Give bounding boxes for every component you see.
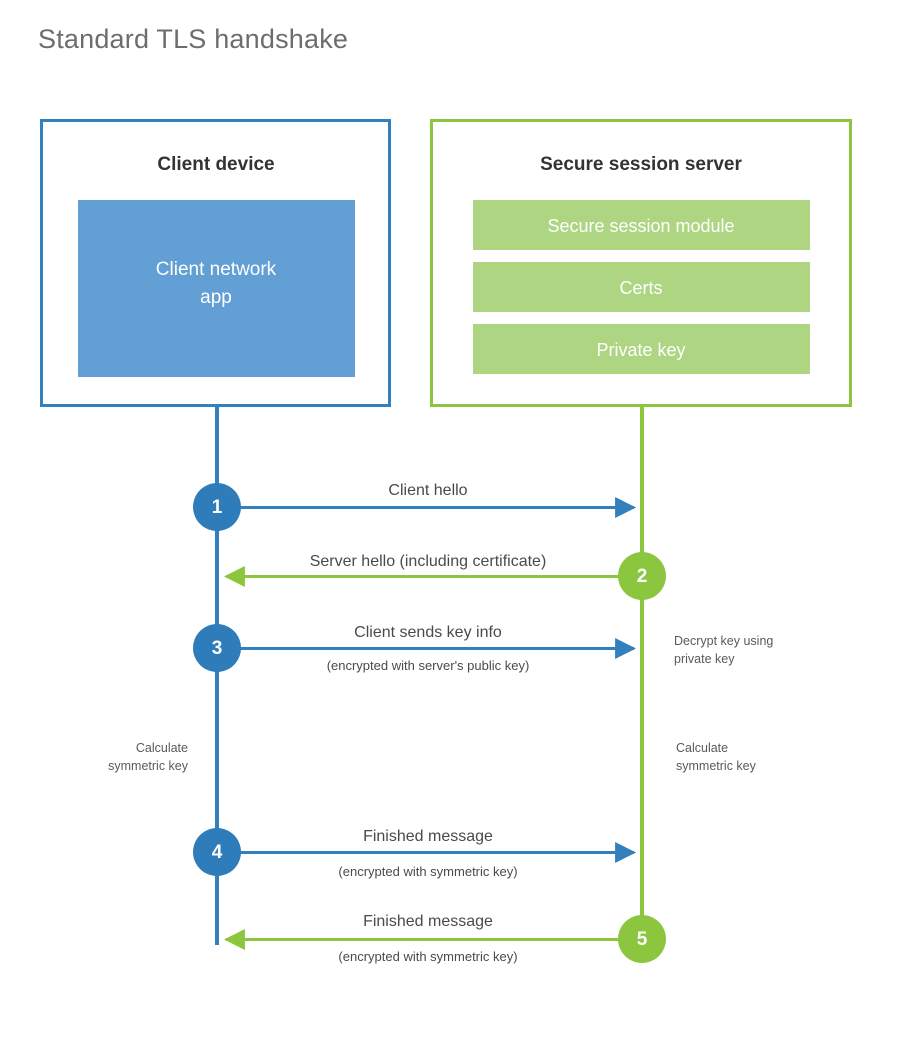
message-5-sublabel: (encrypted with symmetric key) bbox=[338, 949, 517, 964]
annotation-server-decrypt-line1: Decrypt key using bbox=[674, 634, 773, 648]
server-item-secure-session-module-label: Secure session module bbox=[547, 216, 734, 236]
message-2-server-hello: Server hello (including certificate) 2 bbox=[223, 552, 666, 600]
step-marker-4-circle bbox=[193, 828, 241, 876]
server-item-private-key-label: Private key bbox=[596, 340, 685, 360]
server-box-title: Secure session server bbox=[540, 154, 742, 175]
message-5-finished-server: Finished message (encrypted with symmetr… bbox=[223, 913, 666, 964]
secure-session-server-box: Secure session server Secure session mod… bbox=[430, 119, 852, 407]
server-item-private-key-block bbox=[473, 324, 810, 374]
message-4-sublabel: (encrypted with symmetric key) bbox=[338, 864, 517, 879]
client-network-app-label-line2: app bbox=[200, 287, 232, 308]
annotation-client-calc-line2: symmetric key bbox=[108, 759, 189, 773]
server-item-certs-block bbox=[473, 262, 810, 312]
step-marker-1-circle bbox=[193, 483, 241, 531]
message-1-label: Client hello bbox=[388, 482, 467, 499]
annotation-server-decrypt-line2: private key bbox=[674, 652, 735, 666]
annotation-server-calc-line2: symmetric key bbox=[676, 759, 757, 773]
server-item-certs-label: Certs bbox=[619, 278, 662, 298]
message-4-label: Finished message bbox=[363, 828, 493, 845]
step-marker-5-number: 5 bbox=[637, 929, 648, 950]
client-device-box: Client device Client network app bbox=[40, 119, 391, 407]
message-1-client-hello: Client hello 1 bbox=[193, 482, 637, 531]
server-item-secure-session-module-block bbox=[473, 200, 810, 250]
annotation-server-calc-line1: Calculate bbox=[676, 741, 728, 755]
step-marker-1-number: 1 bbox=[212, 497, 223, 518]
annotation-server-calculate-symmetric-key: Calculate symmetric key bbox=[676, 741, 757, 773]
message-3-sublabel: (encrypted with server's public key) bbox=[327, 658, 530, 673]
step-marker-2-number: 2 bbox=[637, 566, 648, 587]
message-2-label: Server hello (including certificate) bbox=[310, 553, 547, 570]
message-3-label: Client sends key info bbox=[354, 624, 502, 641]
message-5-label: Finished message bbox=[363, 913, 493, 930]
step-marker-3-circle bbox=[193, 624, 241, 672]
annotation-server-decrypt: Decrypt key using private key bbox=[674, 634, 773, 666]
message-3-client-key-info: Client sends key info (encrypted with se… bbox=[193, 624, 637, 673]
client-network-app-label-line1: Client network bbox=[156, 259, 277, 280]
step-marker-2-circle bbox=[618, 552, 666, 600]
client-device-title: Client device bbox=[157, 154, 274, 175]
step-marker-5-circle bbox=[618, 915, 666, 963]
annotation-client-calc-line1: Calculate bbox=[136, 741, 188, 755]
step-marker-4-number: 4 bbox=[212, 842, 223, 863]
step-marker-3-number: 3 bbox=[212, 638, 223, 659]
client-network-app-block bbox=[78, 200, 355, 377]
message-4-finished-client: Finished message (encrypted with symmetr… bbox=[193, 828, 637, 879]
annotation-client-calculate-symmetric-key: Calculate symmetric key bbox=[108, 741, 189, 773]
page-title: Standard TLS handshake bbox=[38, 24, 349, 54]
